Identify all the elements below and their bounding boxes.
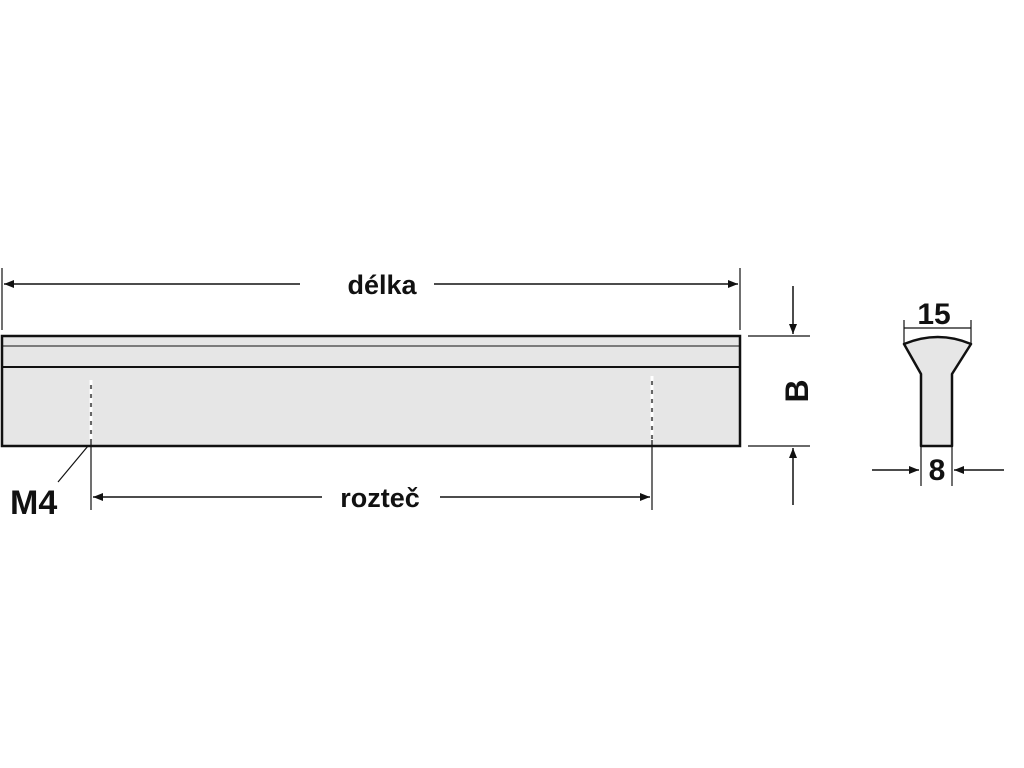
- thread-leader-line: [57, 445, 89, 483]
- bottom-width-label: 8: [929, 454, 946, 487]
- bottom-width-dimension: 8: [872, 446, 1004, 487]
- thread-callout: M4: [10, 445, 89, 522]
- spacing-dimension: rozteč: [93, 483, 650, 513]
- handle-body: [0, 334, 742, 448]
- spacing-label: rozteč: [340, 483, 420, 513]
- height-dimension: B: [748, 286, 815, 505]
- top-width-label: 15: [917, 298, 950, 331]
- top-width-dimension: 15: [903, 298, 972, 344]
- handle-front-view: [0, 334, 742, 448]
- length-dimension: délka: [1, 268, 741, 330]
- thread-label: M4: [10, 484, 57, 522]
- height-label: B: [779, 379, 815, 402]
- profile-shape: [902, 335, 973, 448]
- length-label: délka: [347, 270, 417, 300]
- profile-cross-section: [902, 335, 973, 448]
